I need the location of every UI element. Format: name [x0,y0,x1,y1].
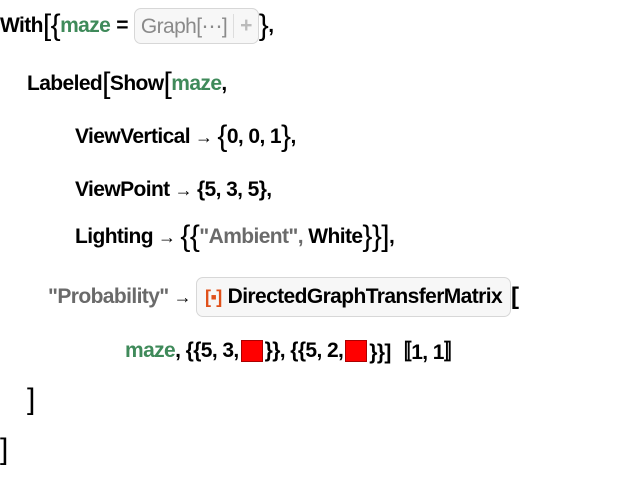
code-line-9: ] [0,433,8,466]
white-symbol: White [308,225,363,248]
probability-label: "Probability" [48,285,169,308]
start-argument: {{5, 3, [185,339,240,362]
resource-function-box[interactable]: [▪] DirectedGraphTransferMatrix [196,277,512,317]
with-keyword: With [0,14,44,37]
graph-placeholder: Graph[⋯] [140,14,228,38]
code-line-2: Labeled[ Show[ maze, [27,67,227,100]
view-point-option: ViewPoint [75,178,170,201]
code-line-5: Lighting → {{ "Ambient", White }}], [75,220,395,253]
rule-arrow: → [158,226,176,247]
show-keyword: Show [109,72,164,95]
view-point-value: {5, 3, 5}, [196,178,272,201]
part-index: }}]〚1, 1〛 [369,341,465,364]
graph-summary-box[interactable]: Graph[⋯] + [133,8,259,44]
code-line-4: ViewPoint → {5, 3, 5}, [75,170,272,210]
code-line-8: ] [27,383,35,416]
rule-arrow: → [174,179,193,200]
labeled-keyword: Labeled [27,72,103,95]
resource-function-icon: [▪] [205,286,222,307]
maze-variable: maze [125,339,176,362]
rule-arrow: → [195,126,213,147]
maze-variable: maze [171,72,222,95]
view-vertical-option: ViewVertical [75,125,191,148]
end-argument: }}, {{5, 2, [264,339,344,362]
equals-sign: = [116,14,128,37]
maze-variable: maze [60,14,111,37]
ambient-string: "Ambient", [199,225,304,248]
code-line-1: With [{ maze = Graph[⋯] + }, [0,8,274,44]
lighting-option: Lighting [75,225,154,248]
view-vertical-value: 0, 0, 1 [226,125,282,148]
rule-arrow: → [173,286,192,307]
red-color-swatch[interactable] [345,340,368,362]
expand-plus-icon[interactable]: + [240,14,252,37]
code-line-3: ViewVertical → {0, 0, 1}, [75,120,296,153]
red-color-swatch[interactable] [240,340,263,362]
code-line-7: maze, {{5, 3, }}, {{5, 2, }}]〚1, 1〛 [125,331,465,371]
resource-function-name: DirectedGraphTransferMatrix [227,285,503,308]
code-line-6: "Probability" → [▪] DirectedGraphTransfe… [48,277,519,317]
